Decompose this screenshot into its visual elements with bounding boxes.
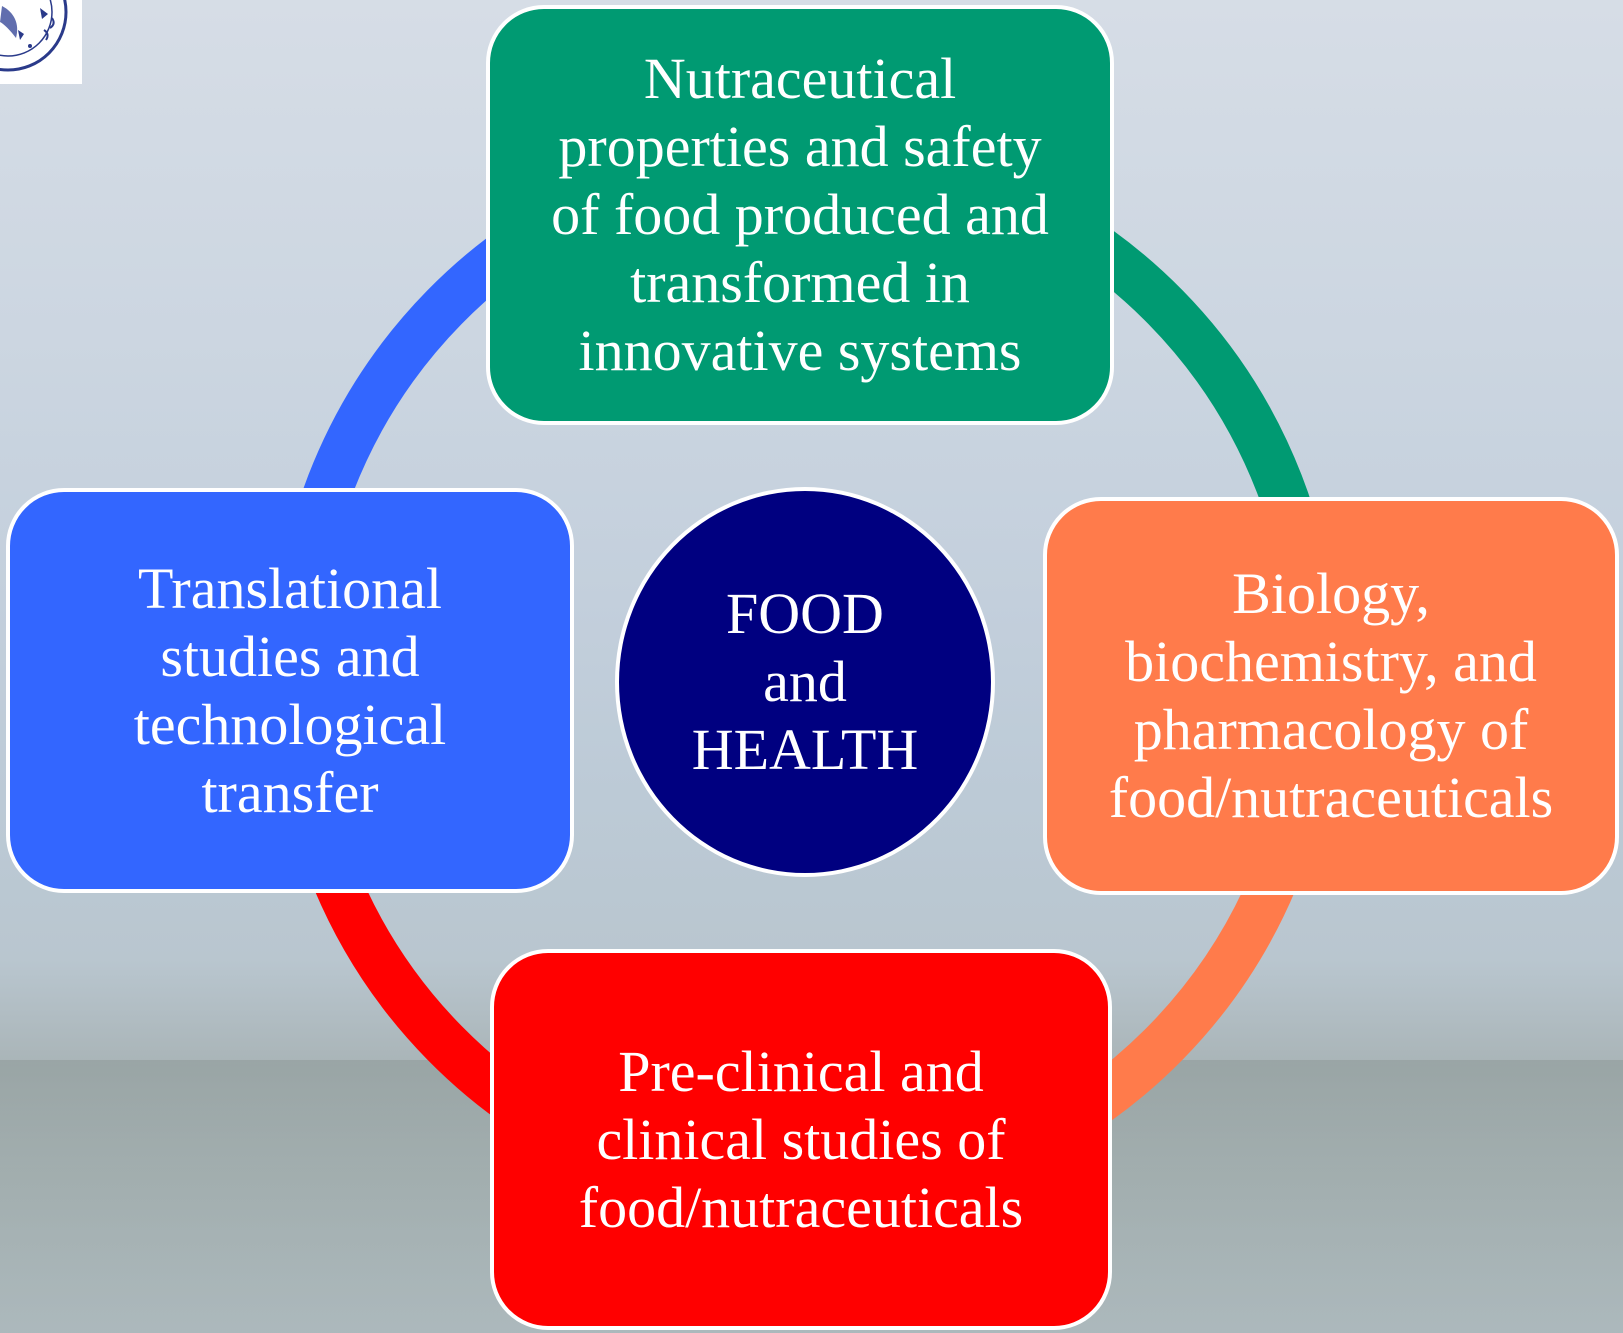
node-nutraceutical-properties: Nutraceutical properties and safety of f… [486, 5, 1114, 425]
university-seal-icon [0, 0, 68, 72]
center-food-and-health: FOOD and HEALTH [615, 487, 995, 877]
university-seal-logo [0, 0, 82, 84]
node-clinical-studies: Pre-clinical and clinical studies of foo… [490, 949, 1112, 1330]
node-translational-studies: Translational studies and technological … [6, 488, 574, 893]
node-biology-biochemistry: Biology, biochemistry, and pharmacology … [1043, 497, 1619, 895]
